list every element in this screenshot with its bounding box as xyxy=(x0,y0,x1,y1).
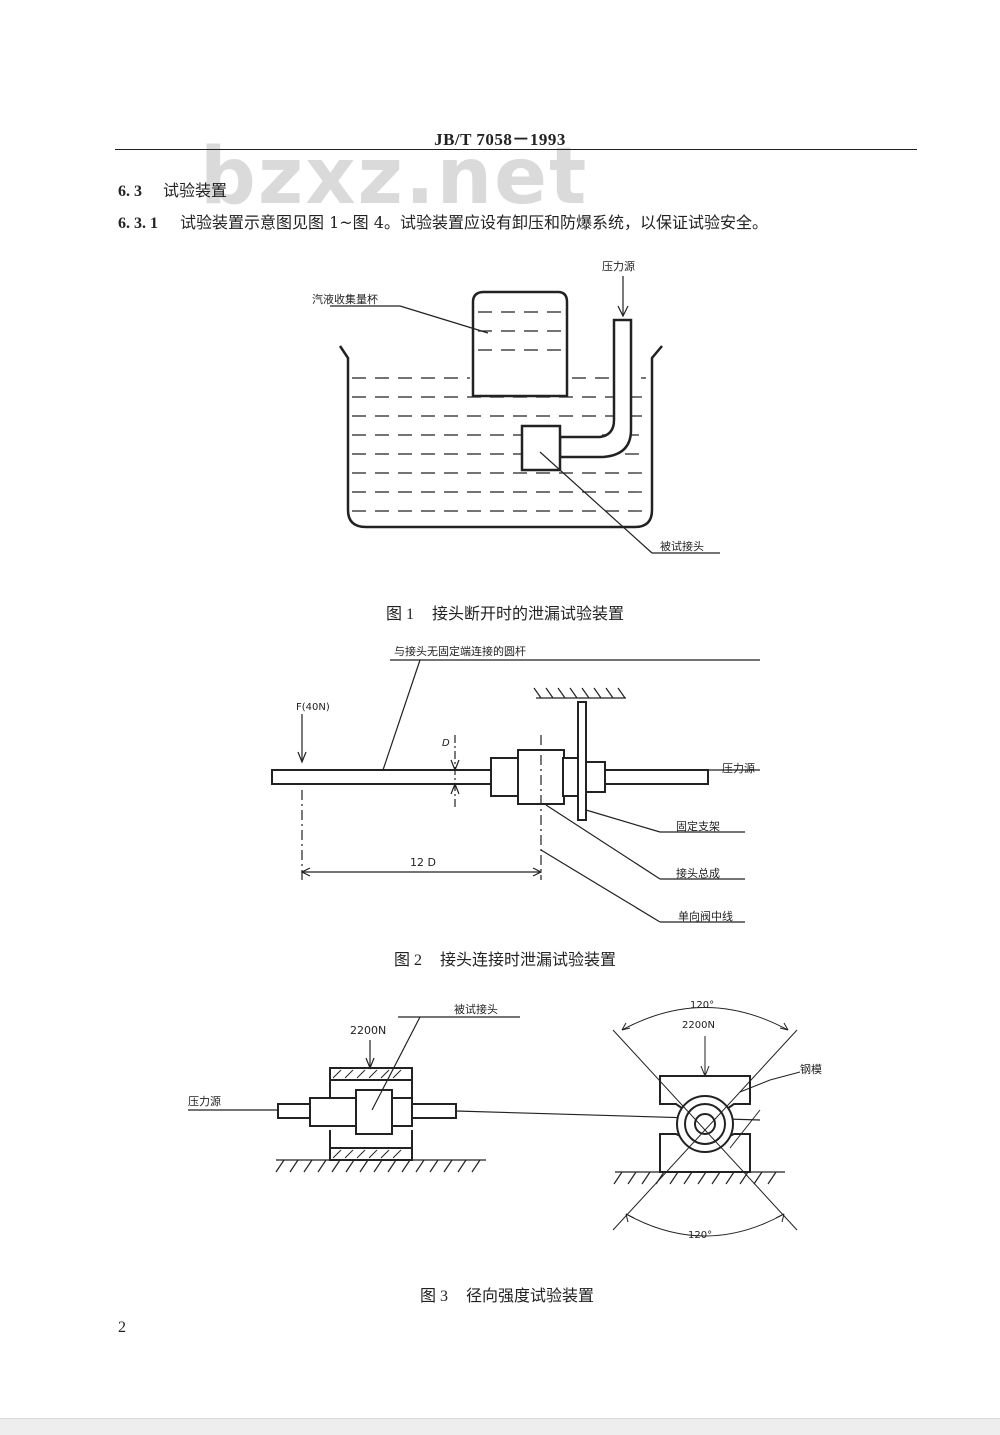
fig3-label-angle-top: 120° xyxy=(690,1000,714,1011)
figure-2-number: 图 2 xyxy=(394,952,423,969)
section-title: 试验装置 xyxy=(163,181,228,200)
figure-3-title: 径向强度试验装置 xyxy=(466,1286,595,1305)
figure-2-diagram: 与接头无固定端连接的圆杆 F(40N) D 12 D 压力源 固定支架 接头总成… xyxy=(271,644,760,923)
fig2-label-d: D xyxy=(442,738,450,749)
figure-2-title: 接头连接时泄漏试验装置 xyxy=(440,950,617,969)
fig3-label-force-left: 2200N xyxy=(350,1024,386,1037)
watermark: bzxz.net xyxy=(200,132,589,222)
fig1-label-pressure: 压力源 xyxy=(602,259,635,273)
fig3-label-angle-bottom: 120° xyxy=(688,1230,712,1241)
header-rule xyxy=(115,149,917,150)
fig3-label-force-right: 2200N xyxy=(682,1020,715,1031)
page-number: 2 xyxy=(118,1319,126,1336)
fig2-label-force: F(40N) xyxy=(296,702,330,713)
figure-2-caption: 图 2 接头连接时泄漏试验装置 xyxy=(394,946,616,970)
fig1-label-joint: 被试接头 xyxy=(660,540,704,553)
figure-1-title: 接头断开时的泄漏试验装置 xyxy=(432,604,625,623)
fig2-label-bracket: 固定支架 xyxy=(676,819,720,833)
fig3-label-pressure: 压力源 xyxy=(188,1094,221,1108)
fig2-label-centerline: 单向阀中线 xyxy=(678,909,733,923)
fig2-label-pressure: 压力源 xyxy=(722,761,755,775)
fig2-label-12d: 12 D xyxy=(410,856,436,869)
viewer-bottom-bar xyxy=(0,1418,1000,1435)
section-6-3: 6. 3 试验装置 xyxy=(118,177,227,201)
section-6-3-1: 6. 3. 1 试验装置示意图见图 1~图 4。试验装置应设有卸压和防爆系统，以保… xyxy=(118,209,768,233)
figure-3-diagram: 2200N 被试接头 压力源 120° 2200N 钢模 120° xyxy=(188,1000,822,1241)
figure-1-caption: 图 1 接头断开时的泄漏试验装置 xyxy=(386,600,624,624)
section-text: 试验装置示意图见图 1~图 4。试验装置应设有卸压和防爆系统，以保证试验安全。 xyxy=(180,213,768,232)
fig3-label-die: 钢模 xyxy=(800,1063,822,1076)
fig1-label-cup: 汽液收集量杯 xyxy=(312,292,378,306)
figure-3-caption: 图 3 径向强度试验装置 xyxy=(420,1282,594,1306)
fig3-label-joint: 被试接头 xyxy=(454,1003,498,1016)
section-number: 6. 3. 1 xyxy=(118,215,158,232)
figure-1-diagram: 汽液收集量杯 压力源 被试接头 xyxy=(312,259,720,554)
document-code-header: JB/T 7058－1993 xyxy=(434,130,566,149)
fig2-label-assembly: 接头总成 xyxy=(676,866,720,880)
section-number: 6. 3 xyxy=(118,183,142,200)
figure-1-number: 图 1 xyxy=(386,606,415,623)
figure-3-number: 图 3 xyxy=(420,1288,449,1305)
fig2-label-rod: 与接头无固定端连接的圆杆 xyxy=(394,644,526,658)
